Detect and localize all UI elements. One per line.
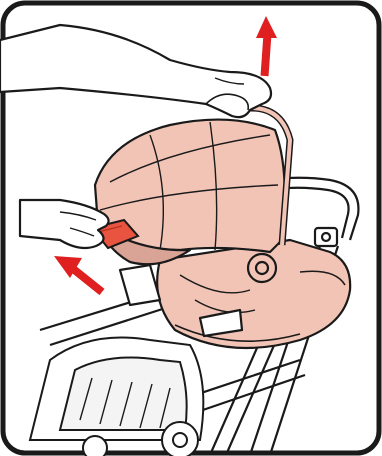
arrow-left-icon [54,256,102,292]
left-hand [20,200,109,248]
arrow-up-icon [256,16,277,76]
car-seat [95,108,350,348]
stroller-seat [30,338,203,456]
top-hand [0,25,271,117]
